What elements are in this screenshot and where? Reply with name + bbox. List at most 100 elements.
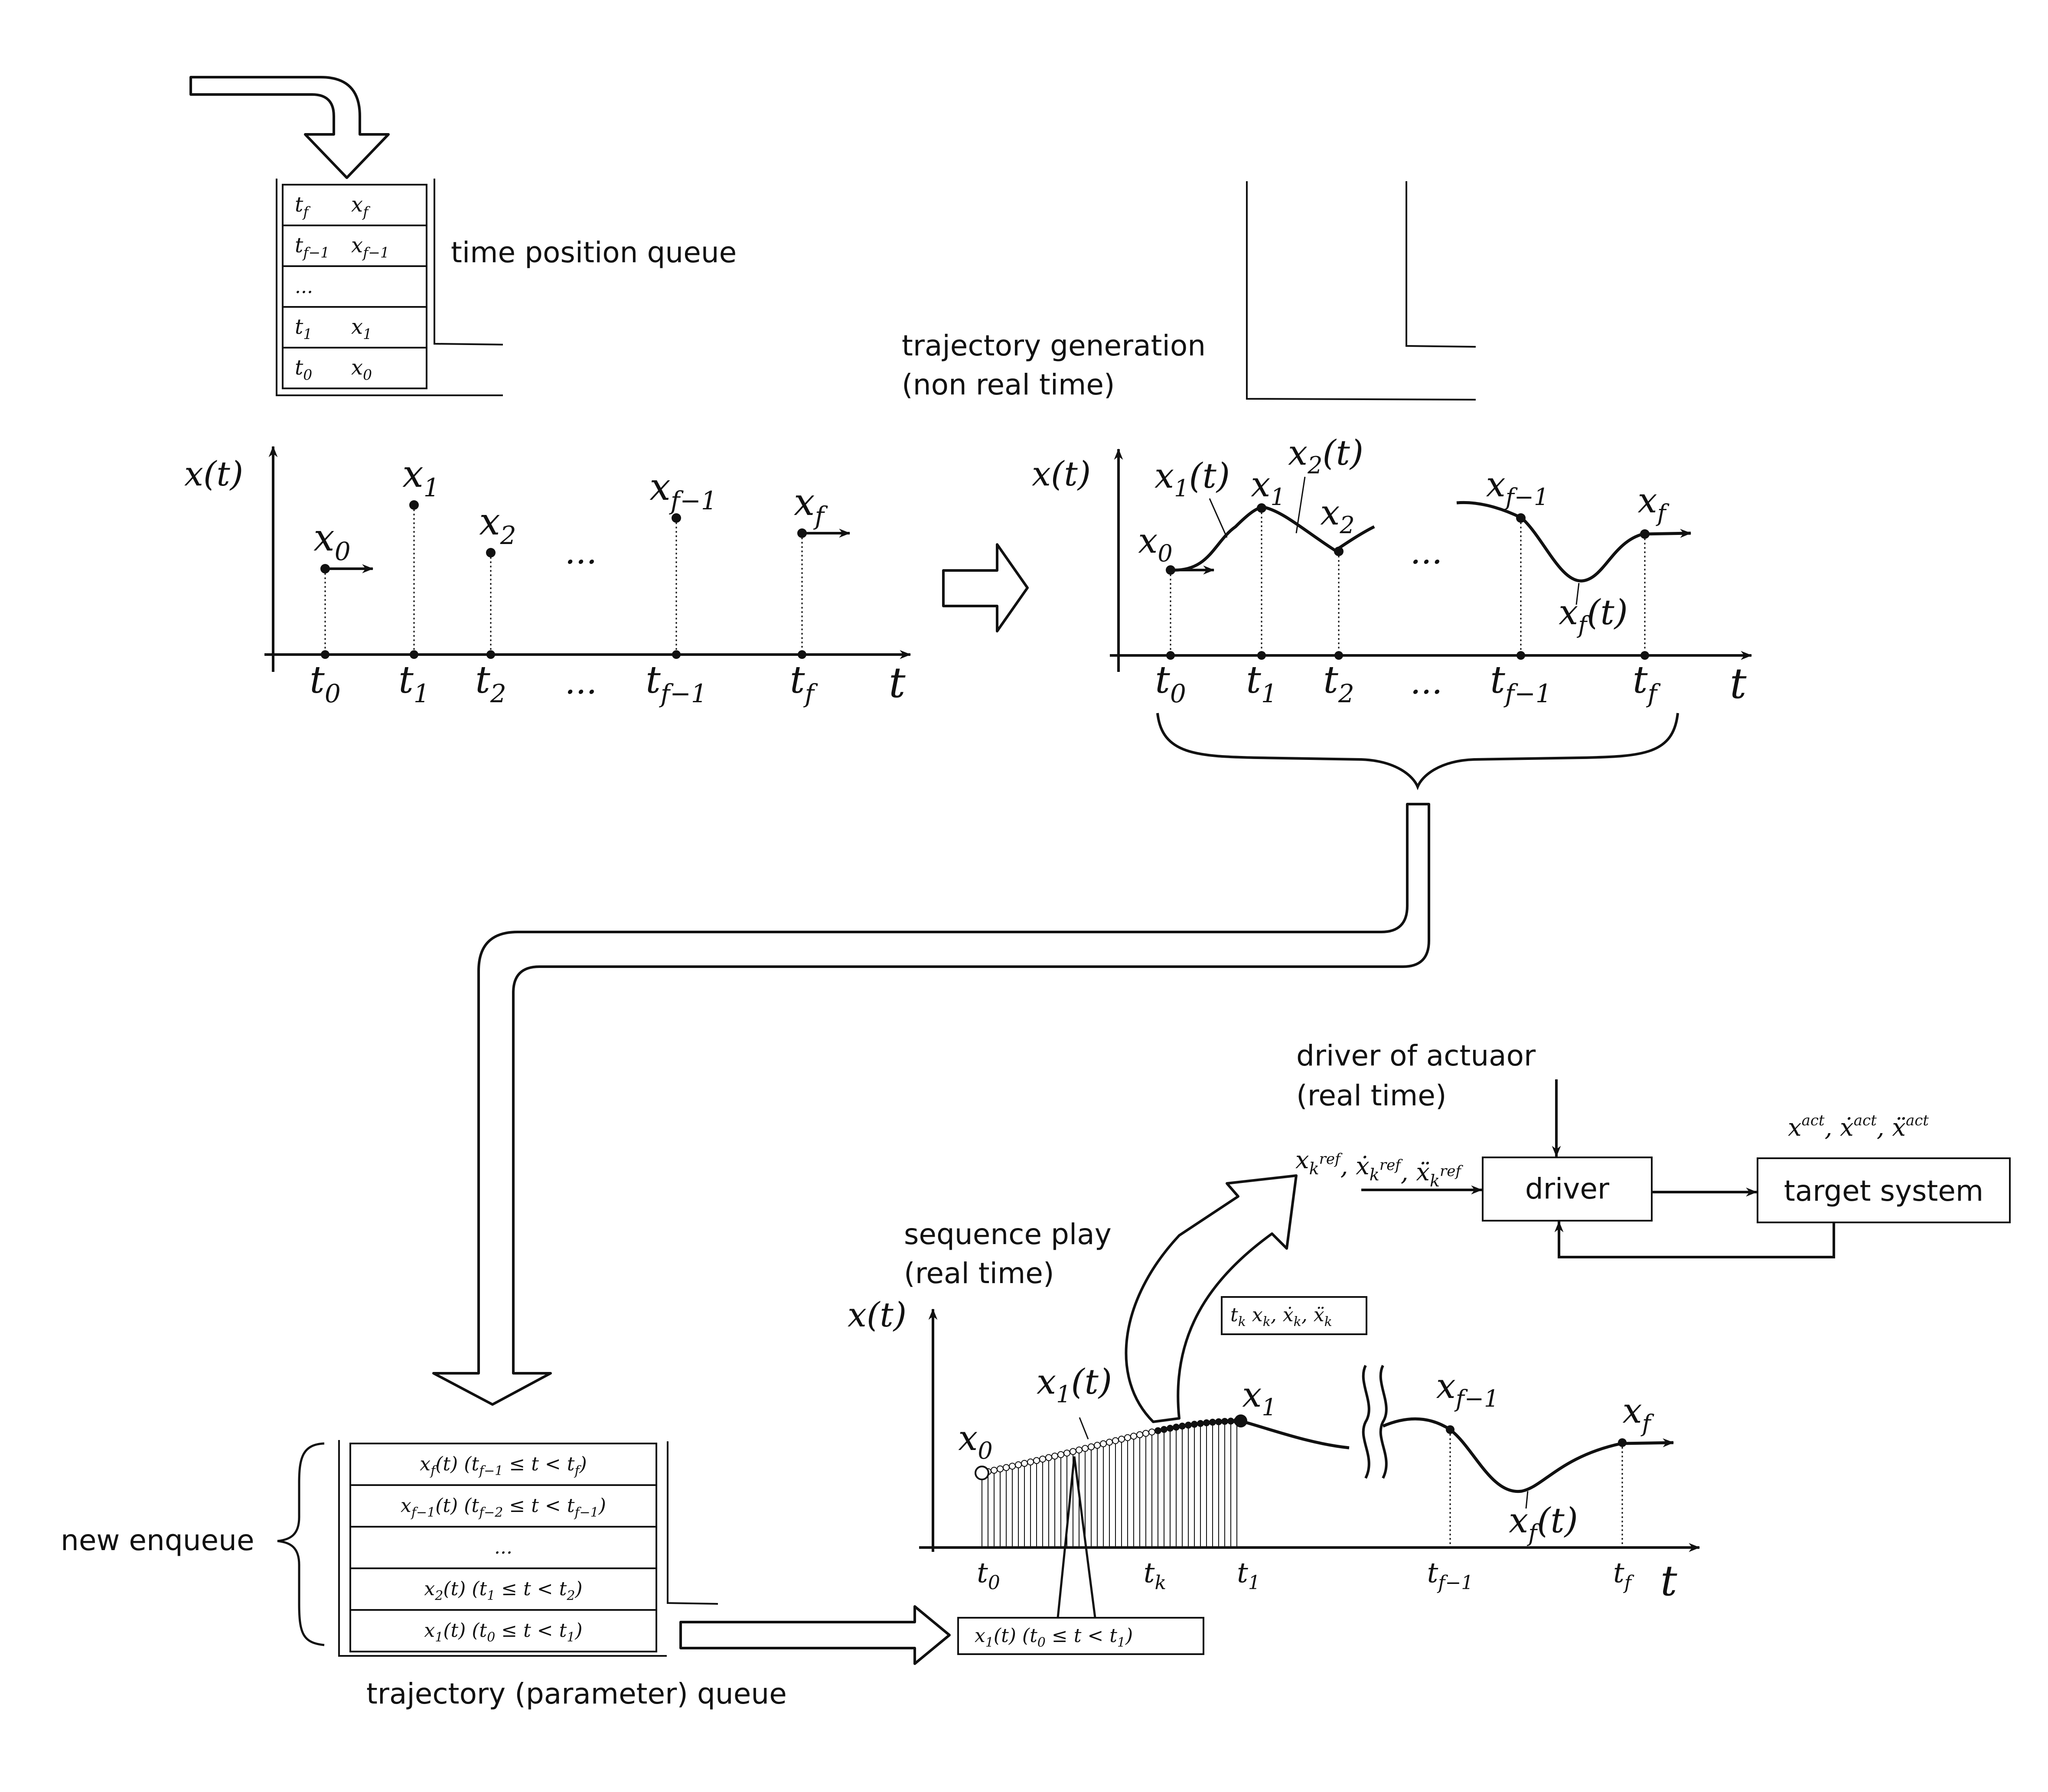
playing-segment-text: x1(t) (t0 ≤ t < t1)	[975, 1625, 1133, 1650]
time-queue-x: x1	[351, 315, 372, 342]
sample-point	[991, 1466, 998, 1474]
graph2-point-label: xf	[1637, 480, 1669, 527]
sequence-play-sub: (real time)	[904, 1257, 1054, 1290]
enqueue-arrow	[432, 803, 1430, 1406]
traj-queue-entry: x1(t) (t0 ≤ t < t1)	[424, 1619, 582, 1645]
sample-point	[1015, 1461, 1022, 1469]
trajectory-queue: xf(t) (tf−1 ≤ t < tf) xf−1(t) (tf−2 ≤ t <…	[338, 1440, 718, 1657]
time-queue-x: xf−1	[351, 233, 389, 261]
sample-point	[1136, 1431, 1143, 1438]
graph1-tick-label: t1	[398, 658, 429, 708]
graph2-tick-label: t0	[1155, 658, 1186, 708]
sample-point	[1070, 1448, 1076, 1455]
generate-arrow	[942, 543, 1029, 632]
sample-point	[1082, 1445, 1089, 1452]
graph1-tick-label: tf	[790, 658, 819, 708]
sample-point	[1039, 1455, 1046, 1463]
graph2-tick-dot	[1257, 651, 1266, 660]
time-queue-x: x0	[351, 355, 372, 383]
sample-point	[1167, 1424, 1174, 1432]
sample-point	[1148, 1428, 1155, 1436]
sample-point	[1027, 1458, 1034, 1466]
graph2-tick-ellipsis: ...	[1410, 663, 1442, 702]
sample-point	[1173, 1424, 1180, 1431]
time-position-queue-label: time position queue	[451, 236, 737, 269]
sample-point	[1154, 1427, 1161, 1434]
dequeue-arrow	[679, 1605, 951, 1665]
graph1-tick-ellipsis: ...	[565, 663, 597, 702]
driver-title: driver of actuaor	[1296, 1039, 1536, 1072]
graph1-tick-dot	[321, 650, 329, 659]
graph2-tick-dot	[1166, 651, 1175, 660]
graph2-point-dot	[1166, 565, 1175, 575]
graph2-point-label: x0	[1138, 521, 1172, 567]
traj-queue-entry: xf−1(t) (tf−2 ≤ t < tf−1)	[401, 1495, 606, 1520]
sample-point	[1161, 1426, 1167, 1433]
graph1-tick-label: tf−1	[646, 658, 707, 708]
graph2-tick-dot	[1640, 651, 1649, 660]
graph1-ylabel: x(t)	[184, 455, 243, 494]
sample-point	[1094, 1442, 1101, 1449]
graph3-point-dot	[1618, 1438, 1627, 1447]
playing-segment-box	[957, 1617, 1204, 1655]
sample-point	[997, 1465, 1004, 1473]
graph1-tick-dot	[798, 650, 806, 659]
sample-point	[1088, 1443, 1095, 1450]
driver-box-label: driver	[1525, 1172, 1610, 1206]
new-enqueue-label: new enqueue	[61, 1524, 254, 1557]
graph2-tick-label: t2	[1323, 658, 1354, 708]
sample-point	[1203, 1419, 1210, 1427]
sample-point	[1033, 1457, 1040, 1464]
sample-box-text: tk xk, ẋk, ẍk	[1230, 1304, 1332, 1329]
sample-point	[1076, 1446, 1083, 1453]
graph2-point-dot	[1334, 547, 1344, 556]
graph3-xlabel: t	[1660, 1557, 1677, 1605]
graph2-tick-label: t1	[1246, 658, 1277, 708]
graph3-curve-label: xf(t)	[1509, 1500, 1578, 1547]
graph3-point-label: x0	[958, 1418, 992, 1464]
traj-queue-entry: xf(t) (tf−1 ≤ t < tf)	[420, 1453, 587, 1479]
graph1-point-label: x0	[313, 516, 350, 566]
graph1-tick-label: t2	[475, 658, 506, 708]
graph1-point-label: xf	[794, 481, 828, 531]
sample-point	[1197, 1420, 1204, 1427]
traj-queue-entry: x2(t) (t1 ≤ t < t2)	[424, 1578, 582, 1603]
graph3-tick-label: tk	[1144, 1557, 1166, 1594]
graph2-tick-label: tf−1	[1490, 658, 1552, 708]
graph1-point-dot	[486, 548, 496, 557]
trajectory-generation-label: trajectory generation	[902, 329, 1206, 362]
sample-point	[1009, 1463, 1016, 1470]
actual-signals: xact, ẋact, ẍact	[1788, 1112, 1929, 1142]
sample-point	[1209, 1418, 1216, 1426]
sample-point	[1112, 1437, 1119, 1444]
graph1-tick-dot	[410, 650, 418, 659]
sample-point	[1142, 1430, 1149, 1437]
graph3-ylabel: x(t)	[848, 1296, 907, 1335]
graph3-tick-label: t0	[977, 1557, 1000, 1594]
sample-point	[1215, 1418, 1222, 1425]
graph1-point-ellipsis: ...	[565, 533, 597, 572]
graph1-point-label: x1	[402, 453, 439, 502]
driver-title-sub: (real time)	[1296, 1079, 1447, 1112]
sample-point	[1063, 1450, 1070, 1457]
sample-point	[1051, 1453, 1058, 1460]
graph1-tick-dot	[486, 650, 495, 659]
sequence-play-label: sequence play	[904, 1218, 1112, 1251]
time-queue-row	[282, 306, 427, 349]
trajectory-queue-label: trajectory (parameter) queue	[366, 1677, 787, 1711]
brace-graph2	[1156, 713, 1679, 791]
traj-queue-row	[349, 1443, 657, 1486]
graph3-point-dot	[1446, 1425, 1454, 1434]
input-arrow	[189, 76, 390, 179]
graph3-tick-label: tf	[1613, 1557, 1634, 1594]
sample-point	[1118, 1435, 1125, 1443]
graph2-point-dot	[1257, 503, 1266, 513]
graph3-start-point	[975, 1466, 989, 1480]
graph3-tick-label: tf−1	[1427, 1557, 1474, 1594]
sample-point	[1179, 1422, 1186, 1430]
time-queue-t: t1	[295, 315, 312, 342]
sample-point	[1100, 1440, 1107, 1447]
